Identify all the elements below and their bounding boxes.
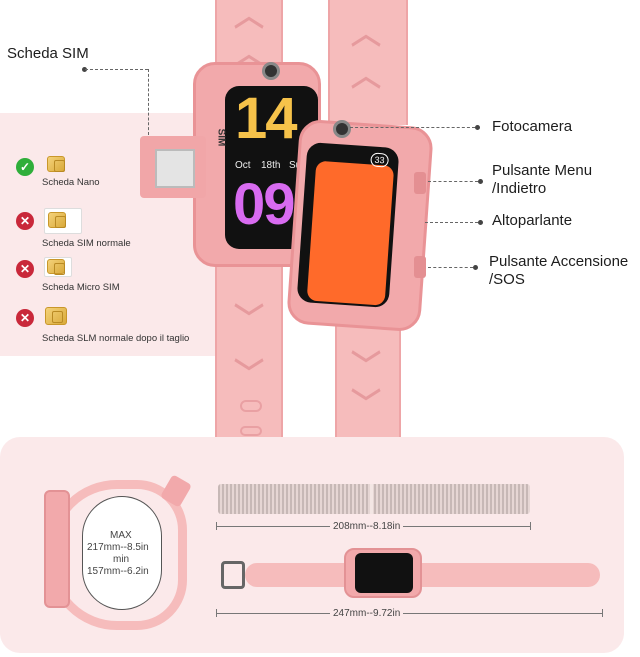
buckle: [221, 561, 245, 589]
strap-chevron: ﹀: [351, 350, 381, 383]
watch-strap-bottom-left: [215, 265, 283, 437]
measure-tick: [602, 609, 603, 617]
time-minutes: 09: [233, 172, 295, 237]
wrist-min-value: 157mm--6.2in: [87, 566, 149, 577]
sim-type-label: Scheda Nano: [42, 177, 100, 188]
label-speaker: Altoparlante: [492, 212, 573, 229]
wrist-oval: [82, 496, 162, 610]
menu-button: [414, 172, 426, 194]
label-camera: Fotocamera: [492, 118, 573, 135]
cross-icon: ✕: [16, 309, 34, 327]
strap-length: 208mm--8.18in: [330, 521, 404, 532]
cross-icon: ✕: [16, 260, 34, 278]
strap-chevron: ﹀: [234, 358, 264, 391]
strap-hole: [240, 426, 262, 436]
watch-side-view: [44, 490, 70, 608]
camera-lens-back: [262, 62, 280, 80]
cut-sim-icon: [45, 307, 67, 325]
leader-dot: [478, 179, 483, 184]
strap-hole: [240, 400, 262, 412]
sim-type-label: Scheda SLM normale dopo il taglio: [42, 333, 190, 344]
strap-chevron: ﹀: [234, 303, 264, 336]
total-length: 247mm--9.72in: [330, 608, 404, 619]
side-label-sim: SIM: [215, 128, 227, 147]
measure-line: [216, 613, 602, 614]
watch-screen-front: 33: [296, 141, 400, 309]
watch-strap-top-right: [328, 0, 408, 125]
leader-dot: [473, 265, 478, 270]
time-hours: 14: [235, 86, 297, 151]
strap-chevron: ︿: [351, 18, 381, 51]
strap-seam: [370, 484, 373, 514]
badge-number: 33: [370, 152, 390, 168]
strap-chevron: ︿: [351, 60, 381, 93]
strap-chevron: ︿: [234, 0, 264, 33]
leader-line: [148, 69, 149, 135]
horse-illustration: [306, 160, 395, 306]
wrist-max-label: MAX: [110, 530, 132, 541]
camera-lens-front: [333, 120, 351, 138]
strap-chevron: ﹀: [351, 388, 381, 421]
leader-dot: [82, 67, 87, 72]
leader-line: [428, 267, 473, 268]
leader-line: [85, 69, 148, 70]
sim-chip-icon: [48, 212, 66, 228]
leader-line: [428, 181, 478, 182]
sim-chip-icon: [47, 259, 65, 275]
nano-sim-icon: [47, 156, 65, 172]
label-menu-button-text: Pulsante Menu /Indietro: [492, 162, 593, 197]
leader-dot: [478, 220, 483, 225]
measure-tick: [216, 609, 217, 617]
date-day: Oct: [235, 160, 251, 171]
silicone-band: [245, 563, 600, 587]
sim-type-label: Scheda Micro SIM: [42, 282, 120, 293]
sim-tray-slot: [155, 149, 195, 188]
label-menu-button: Pulsante Menu /Indietro: [492, 162, 592, 198]
power-button: [414, 256, 426, 278]
cross-icon: ✕: [16, 212, 34, 230]
leader-line: [350, 127, 475, 128]
label-power-button: Pulsante Accensione /SOS: [489, 253, 628, 289]
measure-tick: [530, 522, 531, 530]
date-date: 18th: [261, 160, 281, 171]
watch-strap-bottom-right: [335, 315, 401, 437]
nylon-strap: [218, 484, 530, 514]
label-sim-card: Scheda SIM: [7, 45, 89, 62]
wrist-max-value: 217mm--8.5in: [87, 542, 149, 553]
watch-mini-screen: [355, 553, 413, 593]
check-icon: ✓: [16, 158, 34, 176]
leader-line: [425, 222, 478, 223]
wrist-min-label: min: [113, 554, 130, 565]
sim-type-label: Scheda SIM normale: [42, 238, 131, 249]
label-power-button-text: Pulsante Accensione /SOS: [489, 253, 629, 288]
leader-dot: [475, 125, 480, 130]
